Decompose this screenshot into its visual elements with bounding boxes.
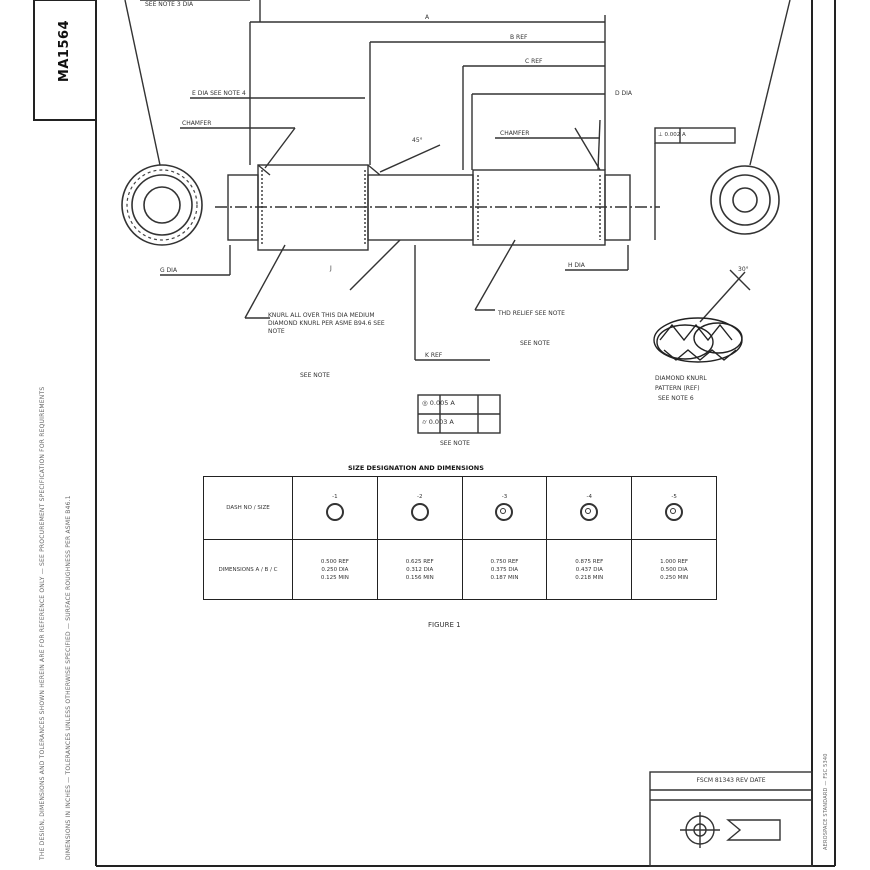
size-ring-icon bbox=[495, 502, 514, 521]
knurl-note-ref: SEE NOTE bbox=[300, 372, 330, 379]
size-ring-icon bbox=[665, 502, 684, 521]
left-margin-note: THE DESIGN, DIMENSIONS AND TOLERANCES SH… bbox=[36, 140, 50, 860]
size-ring-icon bbox=[580, 502, 599, 521]
column-label: -2 bbox=[416, 493, 423, 500]
left-margin-note-secondary: DIMENSIONS IN INCHES — TOLERANCES UNLESS… bbox=[62, 170, 76, 860]
thread-relief-ref: SEE NOTE bbox=[520, 340, 550, 347]
left-callout-chamfer: CHAMFER bbox=[182, 120, 212, 127]
size-ring-icon bbox=[325, 502, 344, 521]
title-block-header: FSCM 81343 REV DATE bbox=[696, 777, 766, 784]
center-angle-callout: 45° bbox=[412, 137, 423, 144]
table-column-header: -3 bbox=[461, 476, 548, 540]
left-margin-note-secondary-text: DIMENSIONS IN INCHES — TOLERANCES UNLESS… bbox=[65, 495, 72, 860]
knurl-caption-2: PATTERN (REF) bbox=[655, 385, 700, 392]
thread-relief-note: THD RELIEF SEE NOTE bbox=[498, 310, 565, 317]
dimension-a-label: A bbox=[425, 14, 430, 21]
right-end-dimension: H DIA bbox=[568, 262, 585, 269]
dimension-c-label: C REF bbox=[525, 58, 543, 65]
table-column-header: -1 bbox=[292, 476, 378, 540]
knurl-caption-3: SEE NOTE 6 bbox=[658, 395, 694, 402]
table-header-row: DASH NO / SIZE -1 -2 -3 -4 -5 bbox=[203, 476, 717, 540]
fcf-line-1: ◎ 0.005 A bbox=[422, 399, 455, 407]
left-callout-1: E DIA SEE NOTE 4 bbox=[192, 90, 246, 97]
dimension-d-label: D DIA bbox=[615, 90, 633, 97]
document-id: MA1564 bbox=[52, 6, 78, 96]
column-label: -3 bbox=[501, 493, 508, 500]
left-margin-note-text: THE DESIGN, DIMENSIONS AND TOLERANCES SH… bbox=[39, 386, 46, 860]
table-column-header: -5 bbox=[631, 476, 717, 540]
dimension-table: DASH NO / SIZE -1 -2 -3 -4 -5 DIMENSIONS… bbox=[203, 476, 717, 600]
knurl-angle-label: 30° bbox=[738, 266, 749, 273]
right-margin-note: AEROSPACE STANDARD — FSC 5340 bbox=[820, 580, 832, 850]
table-title: SIZE DESIGNATION AND DIMENSIONS bbox=[348, 464, 484, 472]
column-label: -4 bbox=[586, 493, 593, 500]
knurl-caption-1: DIAMOND KNURL bbox=[655, 375, 707, 382]
column-label: -1 bbox=[332, 493, 338, 500]
bottom-dimension-j: J bbox=[330, 265, 332, 272]
table-column-header: -4 bbox=[546, 476, 633, 540]
knurl-note-block: KNURL ALL OVER THIS DIA MEDIUM DIAMOND K… bbox=[268, 312, 385, 335]
right-chamfer-callout: CHAMFER bbox=[500, 130, 530, 137]
column-label: -5 bbox=[671, 493, 677, 500]
fcf-caption: SEE NOTE bbox=[440, 440, 470, 447]
table-data-header: DIMENSIONS A / B / C bbox=[203, 539, 293, 600]
table-row-header: DASH NO / SIZE bbox=[203, 476, 293, 540]
center-ref-note: K REF bbox=[425, 352, 443, 359]
document-id-text: MA1564 bbox=[57, 19, 72, 83]
datum-frame-label: ⊥ 0.002 A bbox=[658, 132, 686, 138]
table-column-header: -2 bbox=[376, 476, 463, 540]
top-dimension-label: SEE NOTE 3 DIA bbox=[145, 1, 194, 8]
dimension-b-label: B REF bbox=[510, 34, 528, 41]
size-ring-icon bbox=[410, 502, 429, 521]
fcf-line-2: ⌭ 0.003 A bbox=[422, 418, 454, 426]
left-end-dimension: G DIA bbox=[160, 267, 178, 274]
title-block: FSCM 81343 REV DATE bbox=[650, 772, 812, 862]
right-margin-note-text: AEROSPACE STANDARD — FSC 5340 bbox=[823, 753, 829, 850]
figure-caption: FIGURE 1 bbox=[428, 621, 461, 629]
